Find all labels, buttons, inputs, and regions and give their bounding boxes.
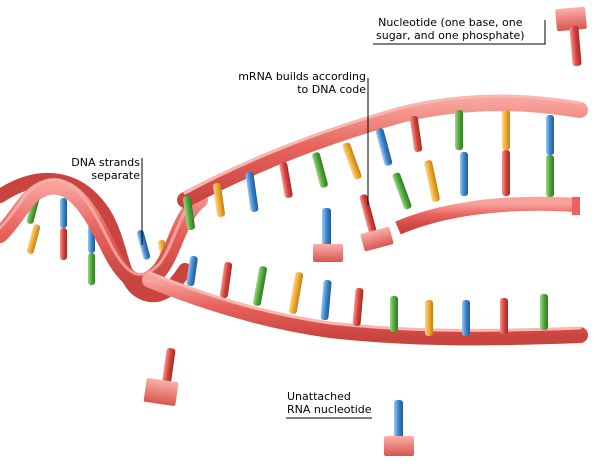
upper-base	[213, 182, 225, 218]
lower-base	[390, 296, 398, 332]
nucleotide-label-line2: sugar, and one phosphate)	[376, 29, 525, 42]
dna-double-helix	[0, 172, 208, 303]
helix-base	[88, 253, 95, 285]
lower-base	[500, 298, 508, 334]
upper-base	[502, 110, 510, 150]
lower-dna-strand	[142, 255, 588, 346]
unattached-label-line1: Unattached	[287, 390, 351, 403]
mrna-base	[460, 152, 468, 196]
helix-base	[26, 224, 41, 254]
mrna-strand	[359, 150, 580, 252]
nucleotide-label-line1: Nucleotide (one base, one	[378, 16, 523, 29]
strands-label-line1: DNA strands	[71, 156, 140, 169]
upper-dna-strand	[177, 94, 588, 231]
upper-base	[245, 172, 259, 212]
unattached-label-line2: RNA nucleotide	[287, 403, 372, 416]
helix-base	[60, 198, 67, 228]
unattached-label: Unattached RNA nucleotide	[287, 390, 372, 416]
attaching-nucleotide-base	[359, 194, 377, 234]
upper-base	[455, 110, 463, 150]
mrna-label-line2: to DNA code	[297, 83, 366, 96]
upper-base	[279, 162, 293, 198]
upper-base	[375, 128, 393, 166]
lower-base	[288, 272, 304, 314]
lower-base	[425, 300, 433, 336]
lower-base	[462, 300, 470, 336]
mrna-base	[392, 172, 412, 210]
lower-base	[186, 255, 198, 287]
lower-base	[540, 294, 548, 330]
upper-base	[342, 142, 362, 180]
nucleotide-leader-line	[373, 20, 546, 45]
upper-base	[312, 152, 328, 188]
free-nucleotide-top-right	[555, 6, 587, 67]
strands-label: DNA strands separate	[71, 156, 140, 182]
helix-front-strand	[0, 178, 208, 290]
lower-base	[352, 287, 364, 327]
upper-base	[409, 116, 423, 152]
helix-base	[136, 230, 151, 260]
strands-label-line2: separate	[91, 169, 140, 182]
mrna-base	[424, 160, 440, 202]
free-nucleotide-bottom-left	[143, 348, 179, 406]
upper-base	[546, 115, 554, 155]
lower-base	[253, 266, 267, 306]
lower-base	[320, 279, 332, 321]
free-nucleotide-center	[313, 208, 343, 262]
attaching-nucleotide-pad	[360, 226, 394, 252]
mrna-base	[546, 155, 554, 197]
lower-base	[219, 262, 233, 298]
upper-base	[183, 195, 195, 231]
mrna-label-line1: mRNA builds according	[238, 70, 366, 83]
mrna-base	[502, 150, 510, 196]
free-nucleotide-bottom-center	[384, 400, 414, 456]
helix-base	[60, 228, 67, 260]
mrna-label: mRNA builds according to DNA code	[238, 70, 366, 96]
nucleotide-label: Nucleotide (one base, one sugar, and one…	[376, 16, 525, 42]
